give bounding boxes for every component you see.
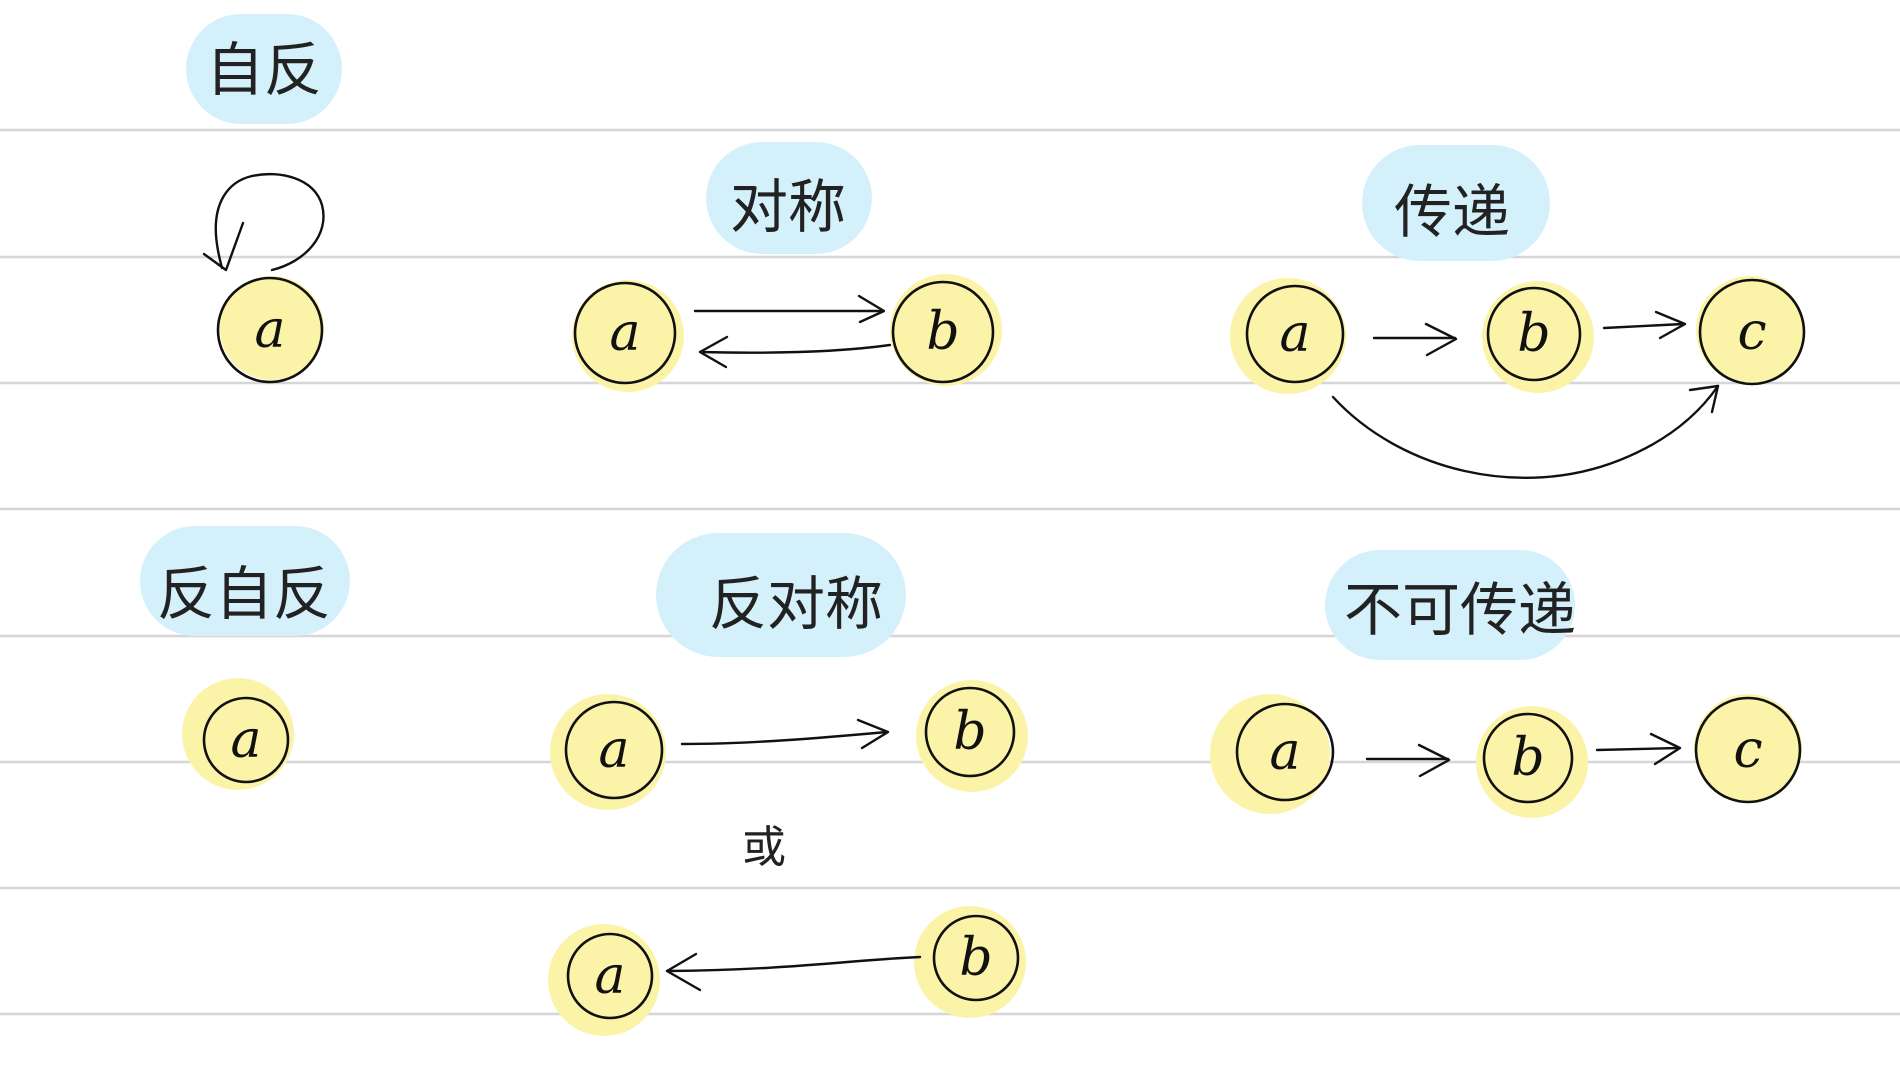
node-a bbox=[216, 276, 324, 384]
node-a-label: a bbox=[609, 303, 640, 363]
node-b bbox=[1482, 712, 1574, 804]
node-c-label: c bbox=[1733, 720, 1762, 780]
node-a-label: a bbox=[598, 720, 629, 780]
antisymmetric-title: 反对称 bbox=[709, 570, 883, 638]
node-highlight bbox=[572, 280, 684, 392]
node-b bbox=[924, 686, 1016, 778]
intransitive-title: 不可传递 bbox=[1344, 576, 1576, 644]
reflexive-section: 自反 a bbox=[186, 14, 342, 384]
node-highlight bbox=[890, 274, 1002, 386]
node-highlight bbox=[1696, 276, 1804, 384]
arrow-b-to-a bbox=[665, 955, 922, 973]
node-a bbox=[1245, 284, 1345, 384]
node-a-label: a bbox=[230, 710, 261, 770]
irreflexive-title: 反自反 bbox=[157, 560, 331, 628]
irreflexive-section: 反自反 a bbox=[140, 526, 350, 790]
antisymmetric-section: 反对称 a b 或 a b bbox=[548, 533, 1028, 1036]
title-highlight bbox=[1325, 550, 1575, 660]
node-a bbox=[202, 696, 290, 784]
arrowhead-b-to-c bbox=[1654, 310, 1687, 340]
arrow-a-to-b bbox=[680, 730, 889, 746]
title-highlight bbox=[1362, 145, 1550, 261]
or-connector: 或 bbox=[742, 822, 786, 873]
title-highlight bbox=[656, 533, 906, 657]
node-b-label: b bbox=[1517, 304, 1550, 364]
self-loop-arrow bbox=[214, 172, 325, 272]
node-highlight bbox=[1482, 281, 1594, 393]
arrowhead-a-to-c bbox=[1688, 384, 1720, 414]
self-loop-arrowhead bbox=[202, 221, 245, 272]
symmetric-section: 对称 a b bbox=[572, 142, 1002, 392]
node-b-label: b bbox=[953, 702, 986, 762]
node-highlight bbox=[220, 276, 324, 380]
node-b-label: b bbox=[1511, 728, 1544, 788]
node-a-label: a bbox=[594, 946, 625, 1006]
node-b bbox=[891, 280, 995, 384]
symmetric-title: 对称 bbox=[730, 173, 846, 241]
transitive-section: 传递 a b c bbox=[1230, 145, 1806, 480]
arrow-a-to-c bbox=[1331, 384, 1720, 480]
node-highlight bbox=[1694, 694, 1802, 802]
node-a bbox=[564, 700, 664, 800]
arrowhead-a-to-b bbox=[857, 294, 886, 324]
title-highlight bbox=[186, 14, 342, 124]
arrowhead-a-to-b bbox=[1417, 743, 1451, 778]
node-c bbox=[1694, 696, 1802, 804]
node-a bbox=[566, 932, 654, 1020]
node-b bbox=[1486, 286, 1582, 382]
arrowhead-b-to-a bbox=[665, 952, 702, 992]
reflexive-title: 自反 bbox=[206, 36, 322, 104]
arrow-b-to-c bbox=[1595, 746, 1680, 752]
node-c-label: c bbox=[1737, 302, 1766, 362]
title-highlight bbox=[706, 142, 872, 254]
node-a bbox=[573, 281, 677, 385]
transitive-title: 传递 bbox=[1394, 178, 1510, 246]
intransitive-section: 不可传递 a b c bbox=[1210, 550, 1802, 818]
arrowhead-a-to-b bbox=[856, 718, 890, 750]
node-c bbox=[1698, 278, 1806, 386]
title-highlight bbox=[140, 526, 350, 636]
node-b-label: b bbox=[959, 928, 992, 988]
arrowhead-b-to-c bbox=[1649, 732, 1682, 766]
node-a-label: a bbox=[1279, 304, 1310, 364]
node-a-label: a bbox=[254, 300, 285, 360]
node-b bbox=[932, 914, 1020, 1002]
node-b-label: b bbox=[926, 302, 959, 362]
node-a-label: a bbox=[1269, 722, 1300, 782]
node-a bbox=[1235, 702, 1335, 802]
arrowhead-b-to-a bbox=[698, 335, 729, 369]
arrowhead-a-to-b bbox=[1424, 322, 1458, 357]
arrow-b-to-c bbox=[1602, 322, 1685, 330]
node-highlight bbox=[1210, 694, 1330, 814]
arrow-b-to-a bbox=[698, 343, 892, 354]
